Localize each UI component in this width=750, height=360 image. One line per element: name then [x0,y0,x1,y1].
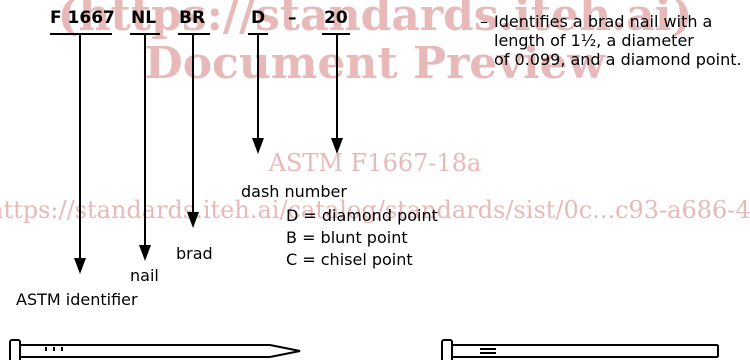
designation-note: – Identifies a brad nail with a length o… [480,12,742,69]
nail-head-left [9,339,21,360]
watermark-catalog-url: https://standards.iteh.ai/catalog/standa… [0,196,750,224]
designation-dash: – [288,8,297,28]
note-dash: – [480,12,488,31]
label-point-blunt: B = blunt point [286,228,408,247]
note-line-2: length of 1½, a diameter [494,31,694,50]
label-brad: brad [176,244,213,263]
watermark-standard: ASTM F1667-18a [268,149,482,177]
label-dash-number: dash number [241,182,347,201]
arrows [74,34,343,274]
label-point-diamond: D = diamond point [286,206,438,225]
nail-blunt-point-drawing [441,339,719,360]
designation-number: 20 [324,8,348,28]
nail-diamond-tip [269,344,301,358]
arrow-type-head [139,245,151,261]
nail-diamond-point-drawing [9,339,301,360]
arrow-style-head [187,212,199,228]
arrow-standard-head [74,258,86,274]
label-astm-identifier: ASTM identifier [16,290,138,309]
designation-style: BR [179,8,206,28]
designation-point: D [251,8,266,28]
label-point-chisel: C = chisel point [286,250,413,269]
nail-head-right [441,339,453,360]
note-line-1: Identifies a brad nail with a [494,12,713,31]
label-nail: nail [130,266,159,285]
note-line-3: of 0.099, and a diamond point. [494,50,742,69]
arrow-point-head [252,138,264,154]
designation-standard: F 1667 [50,8,115,28]
arrow-number-head [331,138,343,154]
watermark-url: (https://standards.iteh.ai) [57,0,693,41]
watermark-document-preview: Document Preview [144,38,606,89]
designation-type: NL [131,8,157,28]
